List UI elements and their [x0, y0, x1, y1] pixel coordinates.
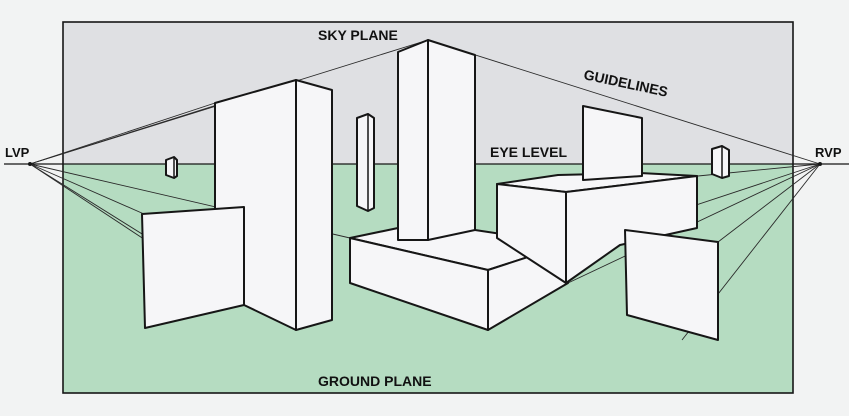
picture-frame	[62, 21, 794, 394]
front-right-panel	[624, 229, 719, 341]
right-vp-label: RVP	[815, 145, 842, 160]
sky-plane-label: SKY PLANE	[318, 27, 398, 43]
objects-group	[141, 39, 730, 341]
guideline	[717, 163, 821, 243]
left-vanishing-point	[28, 162, 32, 166]
left-vp-label: LVP	[5, 145, 30, 160]
guideline	[29, 163, 145, 215]
floating-panel-right	[582, 105, 643, 181]
guideline	[29, 102, 216, 165]
front-left-panel	[141, 206, 245, 329]
ground-plane-label: GROUND PLANE	[318, 373, 432, 389]
small-block-left	[165, 156, 178, 179]
floating-slab	[356, 113, 375, 212]
center-tower-left-face	[397, 39, 429, 241]
eye-level-label: EYE LEVEL	[490, 144, 567, 160]
right-vanishing-point	[818, 162, 822, 166]
center-tower-right-face	[427, 39, 476, 241]
guideline	[427, 39, 821, 165]
tall-tower-right-face	[295, 79, 333, 331]
small-block-right	[711, 145, 730, 179]
